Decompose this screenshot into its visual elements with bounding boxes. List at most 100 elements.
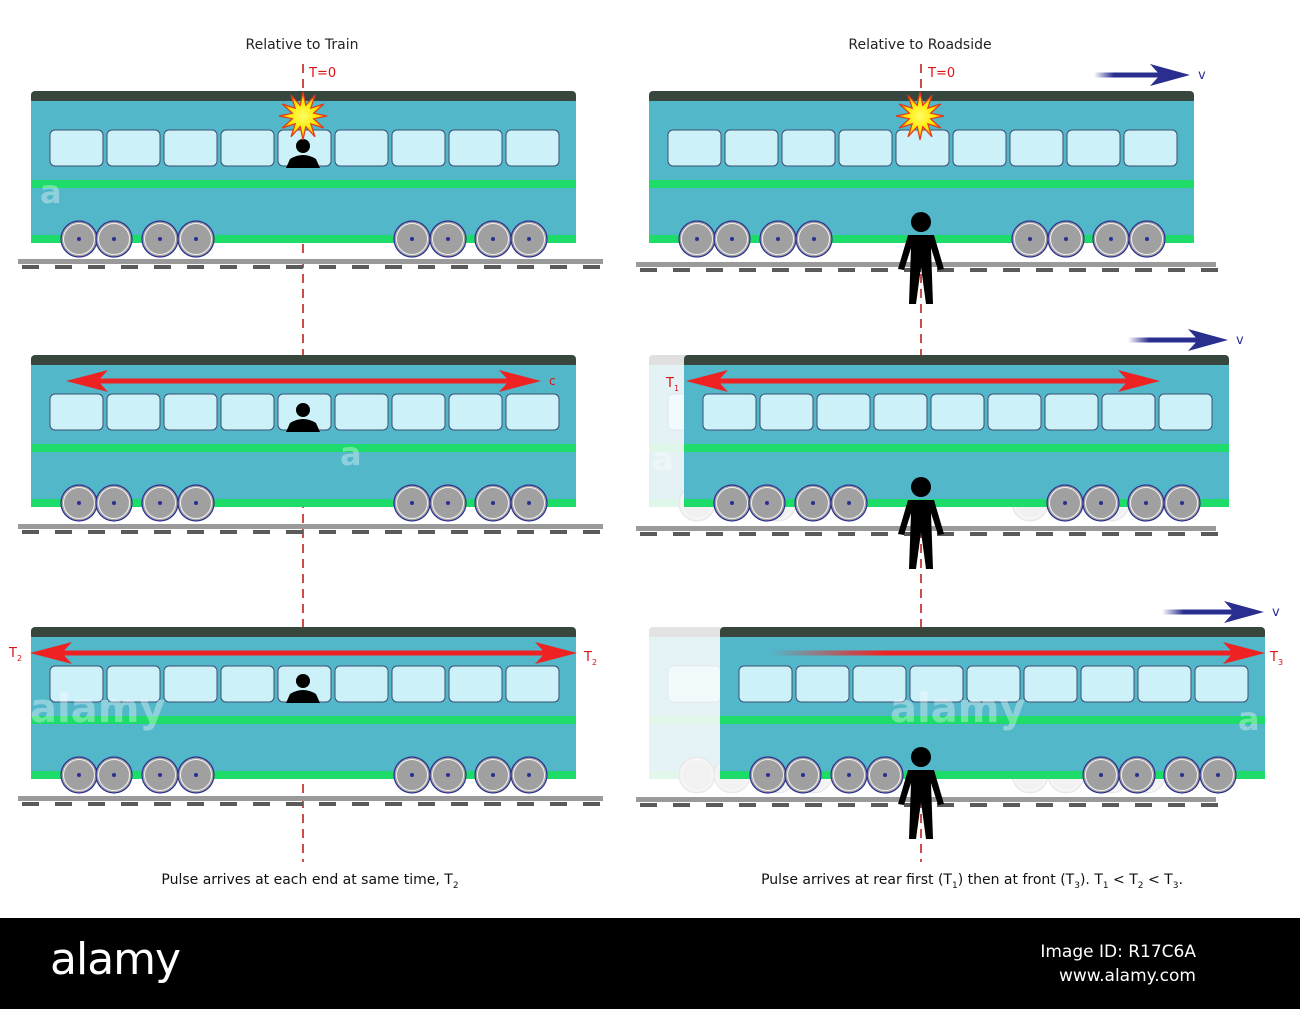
wheel-rim [513,223,545,255]
velocity-head [1150,64,1190,86]
rail [18,524,603,529]
wheel-rim [787,759,819,791]
caption-left: Pulse arrives at each end at same time, … [161,872,458,891]
wheel-hub [883,773,887,777]
observer-head [911,212,931,232]
train-window [220,129,275,167]
wheel-hub [730,501,734,505]
pulse-left-head [66,370,108,392]
heading-relative-to-train: Relative to Train [245,37,358,53]
wheel-rim [1085,759,1117,791]
rail-sleeper [772,803,789,807]
wheel-rim [1049,487,1081,519]
rail-sleeper [187,802,204,806]
pulse-shaft [716,378,1130,384]
rail-sleeper [88,265,105,269]
wheel-rim [180,223,212,255]
rail-sleeper [418,530,435,534]
rail-sleeper [970,532,987,536]
wheel-rim [396,487,428,519]
rail-sleeper [1069,532,1086,536]
velocity-arrow-icon: v [1094,64,1206,86]
train-window [838,129,893,167]
rail-sleeper [1069,268,1086,272]
rail-sleeper [253,265,270,269]
wheel-hub [1180,773,1184,777]
time-label-left-rear: T2 [8,646,22,663]
alamy-watermark: alamy [30,686,165,732]
speed-of-light-label: c [549,374,556,388]
train-window [1101,393,1156,431]
train-car-right-2 [684,355,1229,522]
train-roof [31,627,576,640]
rail-sleeper [970,268,987,272]
rail-sleeper [451,265,468,269]
wheel-hub [730,237,734,241]
rail-sleeper [121,530,138,534]
rail-sleeper [805,268,822,272]
rail-sleeper [154,530,171,534]
wheel-hub [1028,237,1032,241]
rail-sleeper [1168,803,1185,807]
train-window [1023,665,1078,703]
train-car-left-3 [31,627,576,794]
train-window [966,665,1021,703]
wheel-hub [158,501,162,505]
wheel-rim [432,487,464,519]
rail-sleeper [517,530,534,534]
caption-right-sub-3: 1 [1103,881,1109,891]
wheel-hub [766,773,770,777]
velocity-arrow-icon: v [1128,329,1244,351]
velocity-shaft [1128,337,1198,343]
wheel-rim [477,759,509,791]
train-window [334,129,389,167]
train-upper-stripe [31,180,576,188]
rail [18,259,603,264]
time-label-left-front: T2 [583,650,597,667]
wheel-rim [396,759,428,791]
train-window [1080,665,1135,703]
train-window [987,393,1042,431]
wheel-hub [1063,501,1067,505]
train-window [873,393,928,431]
rail-sleeper [1036,268,1053,272]
rail-sleeper [121,802,138,806]
wheel-rim [1130,487,1162,519]
rail-sleeper [1168,268,1185,272]
rail-sleeper [1069,803,1086,807]
train-upper-stripe [649,180,1194,188]
time-label-right-rear: T1 [665,376,679,393]
t0-label-left: T=0 [308,66,336,81]
rail-sleeper [418,802,435,806]
train-window [1123,129,1178,167]
train-window [163,665,218,703]
light-pulse-right-row2 [686,370,1160,392]
velocity-head [1224,601,1264,623]
wheel-rim [833,487,865,519]
wheel-rim [716,487,748,519]
rail-sleeper [1102,268,1119,272]
footer-brand-logo: alamy [50,934,181,985]
wheel-hub [410,237,414,241]
footer-image-id: Image ID: R17C6A [1040,942,1196,962]
caption-right-part-5: < T [1144,872,1174,888]
rail-sleeper [1201,268,1218,272]
wheel-rim [98,487,130,519]
rail-sleeper [1003,532,1020,536]
watermark-footer-bar [0,918,1300,1009]
train-window [952,129,1007,167]
train-window [334,665,389,703]
wheel-rim [1166,759,1198,791]
wheel-hub [847,501,851,505]
time-symbol: T [1269,650,1278,665]
velocity-shaft [1162,609,1234,615]
train-window [49,665,104,703]
train-window [391,665,446,703]
pulse-left-head [686,370,728,392]
train-window [505,393,560,431]
rail-sleeper [970,803,987,807]
wheel-hub [812,237,816,241]
rail-sleeper [22,530,39,534]
wheel-hub [112,773,116,777]
rail-sleeper [187,530,204,534]
